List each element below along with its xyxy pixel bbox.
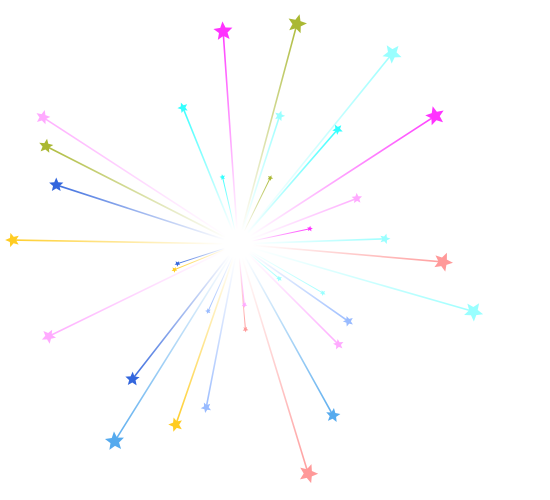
burst-ray (173, 248, 226, 271)
burst-ray (131, 254, 231, 380)
burst-ray (250, 197, 358, 240)
star-icon (380, 233, 391, 245)
burst-ray (182, 106, 234, 232)
burst-ray (55, 184, 226, 241)
burst-ray (246, 128, 339, 235)
star-icon (333, 339, 344, 350)
burst-ray (241, 256, 309, 475)
burst-ray (47, 249, 227, 338)
star-icon (382, 45, 402, 64)
star-icon (200, 402, 212, 413)
star-icon (168, 417, 182, 432)
star-icon (464, 303, 484, 322)
burst-ray (251, 228, 311, 242)
star-icon (319, 290, 326, 296)
burst-ray (246, 52, 393, 234)
burst-ray (243, 177, 271, 232)
rays-layer (11, 23, 475, 475)
star-icon (434, 252, 453, 272)
star-icon (177, 102, 188, 114)
star-icon (307, 225, 313, 232)
star-icon (288, 14, 307, 34)
burst-ray (248, 115, 437, 238)
star-icon (425, 106, 444, 126)
burst-ray (247, 253, 340, 346)
burst-ray (113, 255, 232, 443)
burst-ray (207, 256, 233, 312)
star-icon (104, 431, 124, 450)
star-icon (125, 371, 140, 386)
star-icon (275, 110, 286, 122)
star-icon (342, 316, 353, 327)
burst-ray (41, 116, 228, 238)
star-icon (351, 192, 363, 203)
burst-ray (11, 239, 225, 245)
stars-layer (5, 14, 484, 484)
star-icon (49, 177, 64, 192)
star-icon (300, 464, 319, 484)
burst-ray (250, 247, 475, 313)
star-icon (219, 174, 226, 180)
burst-ray (248, 251, 350, 323)
star-icon (36, 109, 51, 125)
burst-ray (176, 247, 226, 265)
star-icon (213, 21, 233, 40)
star-icon (241, 302, 248, 308)
burst-ray (238, 257, 245, 306)
star-icon (171, 267, 178, 273)
burst-ray (241, 115, 281, 232)
burst-ray (243, 255, 334, 417)
burst-ray (248, 252, 280, 280)
star-icon (332, 124, 343, 135)
burst-ray (205, 256, 237, 409)
burst-ray (249, 250, 324, 294)
star-icon (326, 407, 341, 422)
star-icon (174, 261, 181, 267)
star-icon (41, 329, 57, 344)
burst-ray (251, 238, 386, 245)
star-icon (242, 326, 249, 333)
burst-ray (45, 145, 227, 239)
burst-ray (240, 23, 298, 232)
star-icon (205, 308, 211, 314)
burst-ray (222, 30, 238, 231)
star-icon (5, 232, 19, 248)
star-icon (267, 175, 274, 181)
star-icon (276, 275, 282, 282)
burst-ray (251, 244, 444, 263)
burst-ray (174, 256, 235, 426)
burst-ray (222, 176, 236, 231)
star-icon (39, 138, 54, 153)
